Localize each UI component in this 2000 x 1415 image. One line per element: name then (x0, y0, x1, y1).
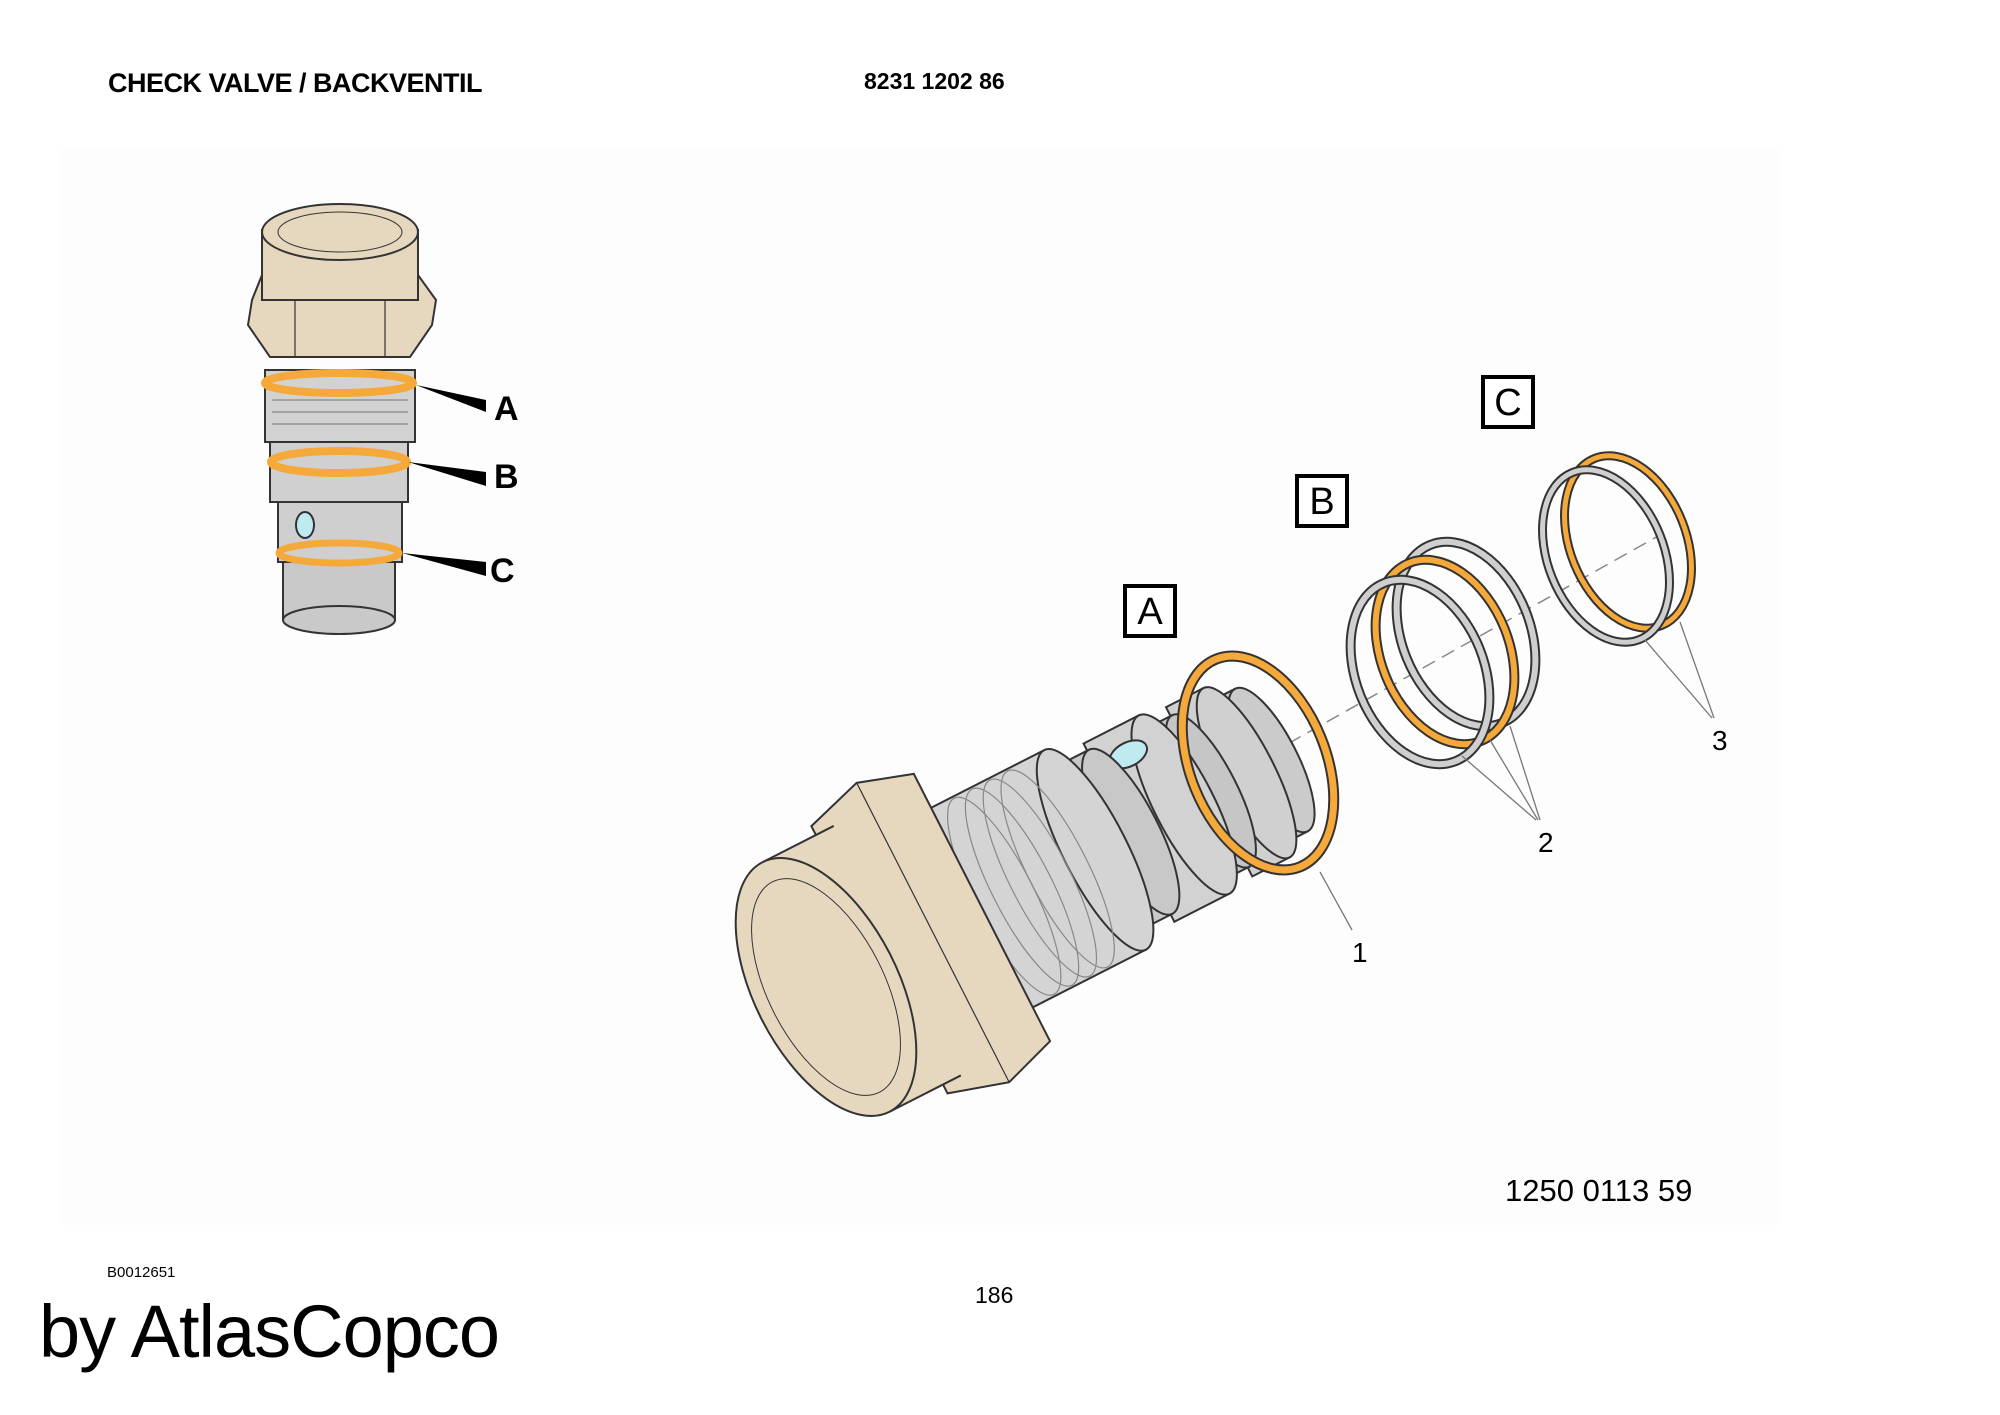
overview-label-a: A (494, 390, 519, 428)
callout-box-b (1295, 474, 1349, 528)
document-title: CHECK VALVE / BACKVENTIL (108, 68, 483, 98)
pointer-a-icon (416, 385, 486, 412)
callout-box-c (1481, 375, 1535, 429)
overview-oring-b (267, 447, 411, 477)
port-hole-icon (295, 511, 315, 539)
callout-box-b-label: B (1309, 481, 1334, 523)
item-number-2: 2 (1538, 827, 1554, 858)
page-number: 186 (975, 1282, 1014, 1308)
overview-label-c: C (490, 552, 515, 590)
image-id: B0012651 (107, 1264, 176, 1281)
overview-label-b: B (494, 458, 519, 496)
callout-box-a-label: A (1137, 591, 1163, 633)
callout-box-a (1123, 584, 1177, 638)
leader-lines (1319, 621, 1715, 931)
pointer-b-icon (408, 462, 486, 486)
ring-set-item-2 (1345, 536, 1541, 770)
brand-footer: by AtlasCopco (39, 1290, 500, 1373)
overview-oring-c (275, 539, 403, 567)
kit-number: 1250 0113 59 (1505, 1173, 1693, 1208)
ring-set-item-3 (1538, 451, 1696, 647)
item-number-3: 3 (1712, 725, 1728, 756)
pointer-c-icon (402, 553, 486, 576)
valve-body (734, 686, 1316, 1117)
part-number: 8231 1202 86 (864, 68, 1005, 94)
callout-box-c-label: C (1494, 382, 1521, 424)
item-number-1: 1 (1352, 937, 1368, 968)
overview-oring-a (261, 369, 417, 397)
overview-valve (246, 203, 486, 635)
